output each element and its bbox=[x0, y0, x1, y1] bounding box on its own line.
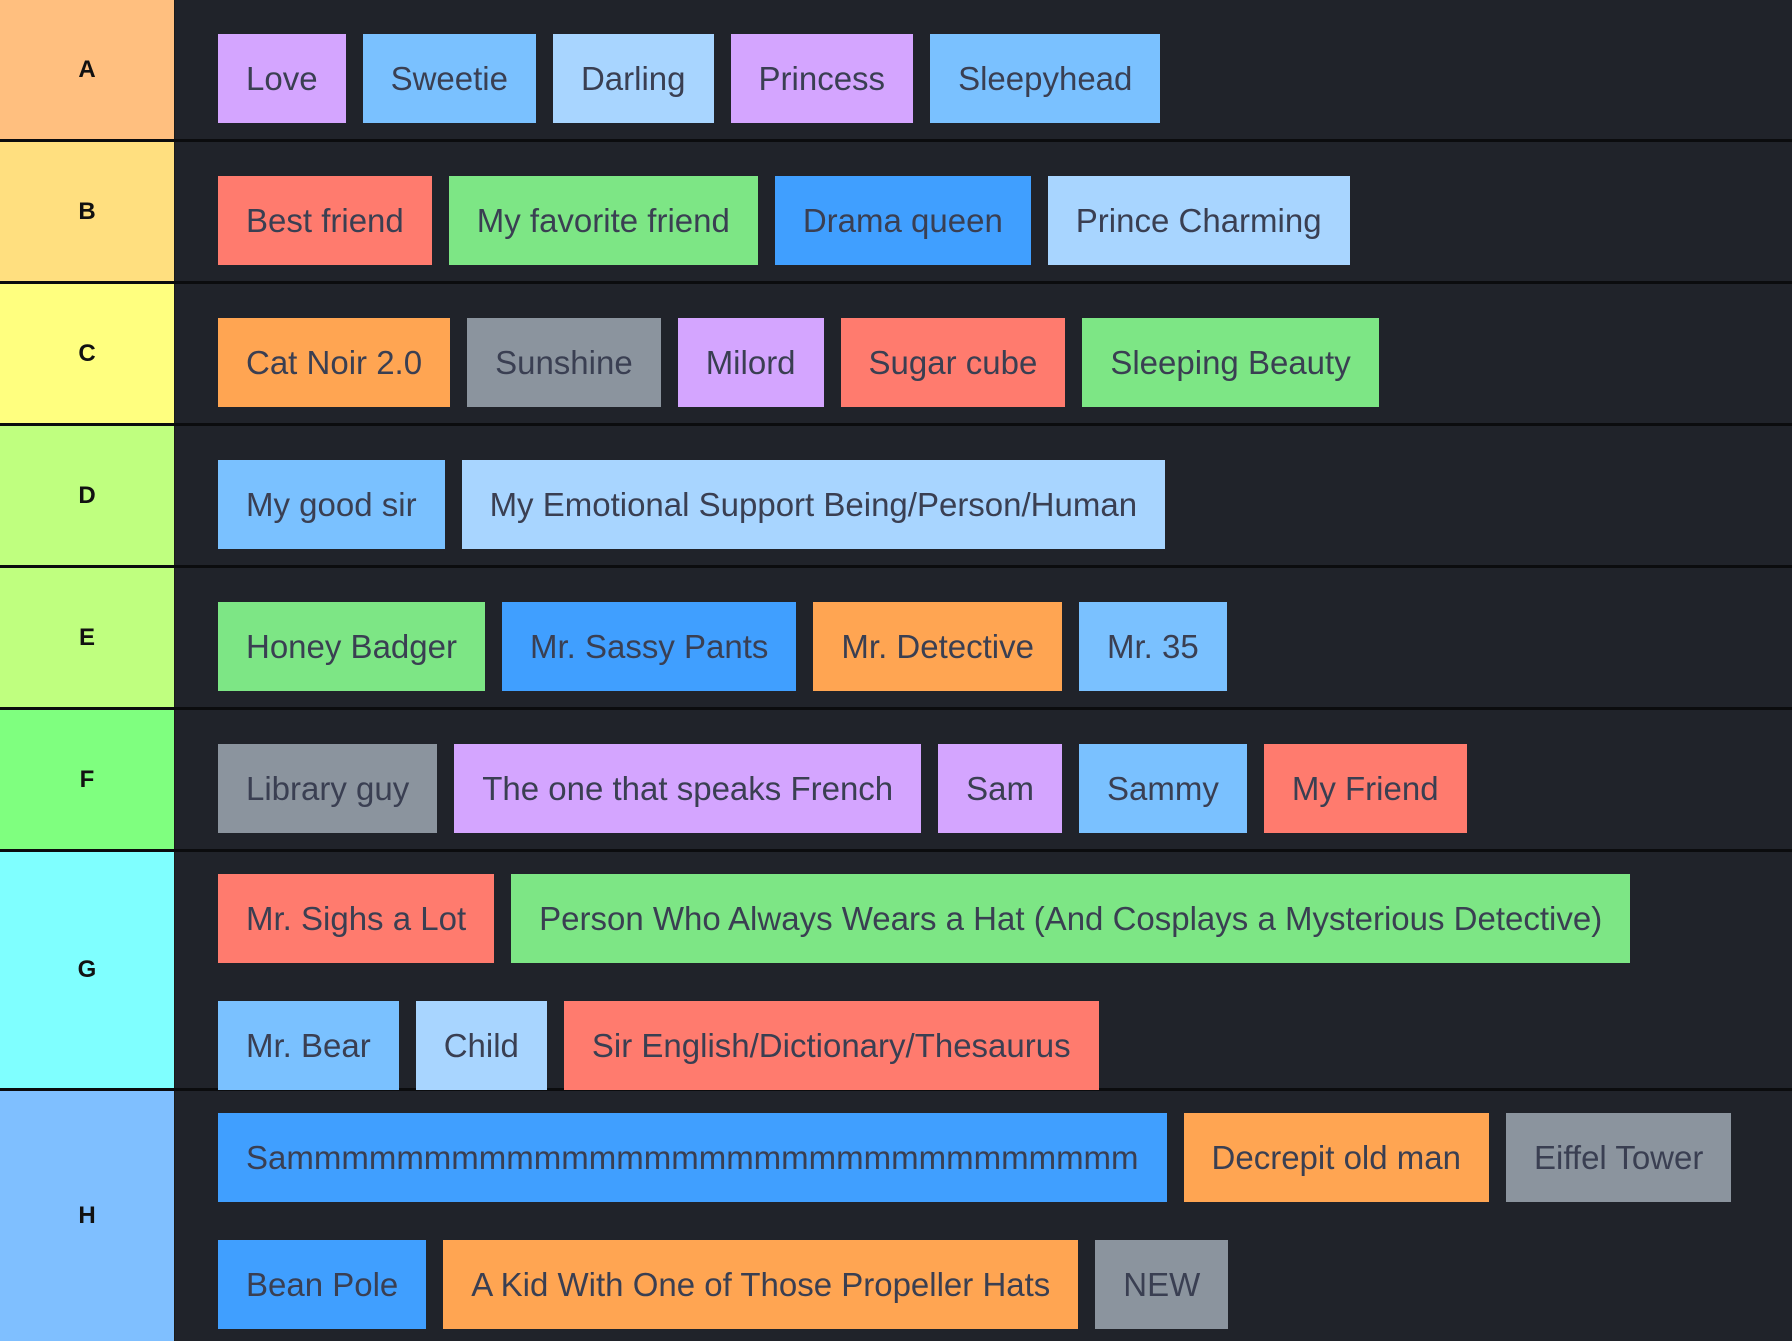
tier-item[interactable]: Bean Pole bbox=[218, 1240, 427, 1329]
tier-row-g: G Mr. Sighs a Lot Person Who Always Wear… bbox=[0, 852, 1792, 1091]
tier-item[interactable]: Sleepyhead bbox=[930, 34, 1161, 123]
tier-item[interactable]: Mr. Detective bbox=[813, 602, 1062, 691]
tier-item[interactable]: Mr. Sassy Pants bbox=[501, 602, 797, 691]
tier-item[interactable]: Eiffel Tower bbox=[1505, 1113, 1732, 1202]
tier-label-a[interactable]: A bbox=[0, 0, 175, 139]
tier-item[interactable]: Person Who Always Wears a Hat (And Cospl… bbox=[511, 874, 1631, 963]
tier-item[interactable]: Sunshine bbox=[467, 318, 661, 407]
tier-item[interactable]: Darling bbox=[552, 34, 714, 123]
tier-row-d: D My good sir My Emotional Support Being… bbox=[0, 426, 1792, 568]
tier-item[interactable]: Honey Badger bbox=[218, 602, 485, 691]
tier-item[interactable]: Sugar cube bbox=[840, 318, 1066, 407]
tier-item[interactable]: Library guy bbox=[218, 744, 438, 833]
tier-item[interactable]: My good sir bbox=[218, 460, 445, 549]
tier-label-b[interactable]: B bbox=[0, 142, 175, 281]
tier-item[interactable]: Sweetie bbox=[362, 34, 536, 123]
tier-item[interactable]: My Friend bbox=[1263, 744, 1467, 833]
tier-item[interactable]: Mr. Sighs a Lot bbox=[218, 874, 495, 963]
tier-row-a: A Love Sweetie Darling Princess Sleepyhe… bbox=[0, 0, 1792, 142]
tier-row-e: E Honey Badger Mr. Sassy Pants Mr. Detec… bbox=[0, 568, 1792, 710]
tier-item[interactable]: Love bbox=[218, 34, 346, 123]
tier-row-c: C Cat Noir 2.0 Sunshine Milord Sugar cub… bbox=[0, 284, 1792, 426]
tier-label-d[interactable]: D bbox=[0, 426, 175, 565]
tier-item[interactable]: A Kid With One of Those Propeller Hats bbox=[443, 1240, 1079, 1329]
tier-item[interactable]: Sir English/Dictionary/Thesaurus bbox=[563, 1001, 1099, 1090]
tier-item[interactable]: The one that speaks French bbox=[454, 744, 922, 833]
tier-items-f[interactable]: Library guy The one that speaks French S… bbox=[175, 710, 1792, 849]
tier-item[interactable]: Sam bbox=[938, 744, 1063, 833]
tier-item[interactable]: Cat Noir 2.0 bbox=[218, 318, 451, 407]
tier-row-b: B Best friend My favorite friend Drama q… bbox=[0, 142, 1792, 284]
tier-label-c[interactable]: C bbox=[0, 284, 175, 423]
tier-items-d[interactable]: My good sir My Emotional Support Being/P… bbox=[175, 426, 1792, 565]
tier-items-e[interactable]: Honey Badger Mr. Sassy Pants Mr. Detecti… bbox=[175, 568, 1792, 707]
tier-row-f: F Library guy The one that speaks French… bbox=[0, 710, 1792, 852]
tier-item[interactable]: Sammmmmmmmmmmmmmmmmmmmmmmmmmmmmmm bbox=[218, 1113, 1167, 1202]
tier-item[interactable]: NEW bbox=[1095, 1240, 1229, 1329]
tier-item[interactable]: My Emotional Support Being/Person/Human bbox=[461, 460, 1166, 549]
tier-items-b[interactable]: Best friend My favorite friend Drama que… bbox=[175, 142, 1792, 281]
tier-item[interactable]: Prince Charming bbox=[1047, 176, 1350, 265]
tier-item[interactable]: Princess bbox=[730, 34, 914, 123]
tier-row-h: H Sammmmmmmmmmmmmmmmmmmmmmmmmmmmmmm Decr… bbox=[0, 1091, 1792, 1341]
tier-item[interactable]: Milord bbox=[677, 318, 824, 407]
tier-item[interactable]: Mr. Bear bbox=[218, 1001, 399, 1090]
tier-item[interactable]: Sleeping Beauty bbox=[1082, 318, 1379, 407]
tier-item[interactable]: Child bbox=[415, 1001, 547, 1090]
tier-item[interactable]: Best friend bbox=[218, 176, 432, 265]
tier-items-h[interactable]: Sammmmmmmmmmmmmmmmmmmmmmmmmmmmmmm Decrep… bbox=[175, 1091, 1792, 1341]
tier-item[interactable]: My favorite friend bbox=[448, 176, 758, 265]
tier-item[interactable]: Drama queen bbox=[774, 176, 1031, 265]
tier-label-f[interactable]: F bbox=[0, 710, 175, 849]
tier-items-c[interactable]: Cat Noir 2.0 Sunshine Milord Sugar cube … bbox=[175, 284, 1792, 423]
tier-item[interactable]: Mr. 35 bbox=[1078, 602, 1227, 691]
tier-label-h[interactable]: H bbox=[0, 1091, 175, 1341]
tier-items-a[interactable]: Love Sweetie Darling Princess Sleepyhead bbox=[175, 0, 1792, 139]
tier-label-g[interactable]: G bbox=[0, 852, 175, 1088]
tier-label-e[interactable]: E bbox=[0, 568, 175, 707]
tier-item[interactable]: Sammy bbox=[1079, 744, 1247, 833]
tier-items-g[interactable]: Mr. Sighs a Lot Person Who Always Wears … bbox=[175, 852, 1792, 1090]
tier-item[interactable]: Decrepit old man bbox=[1183, 1113, 1489, 1202]
